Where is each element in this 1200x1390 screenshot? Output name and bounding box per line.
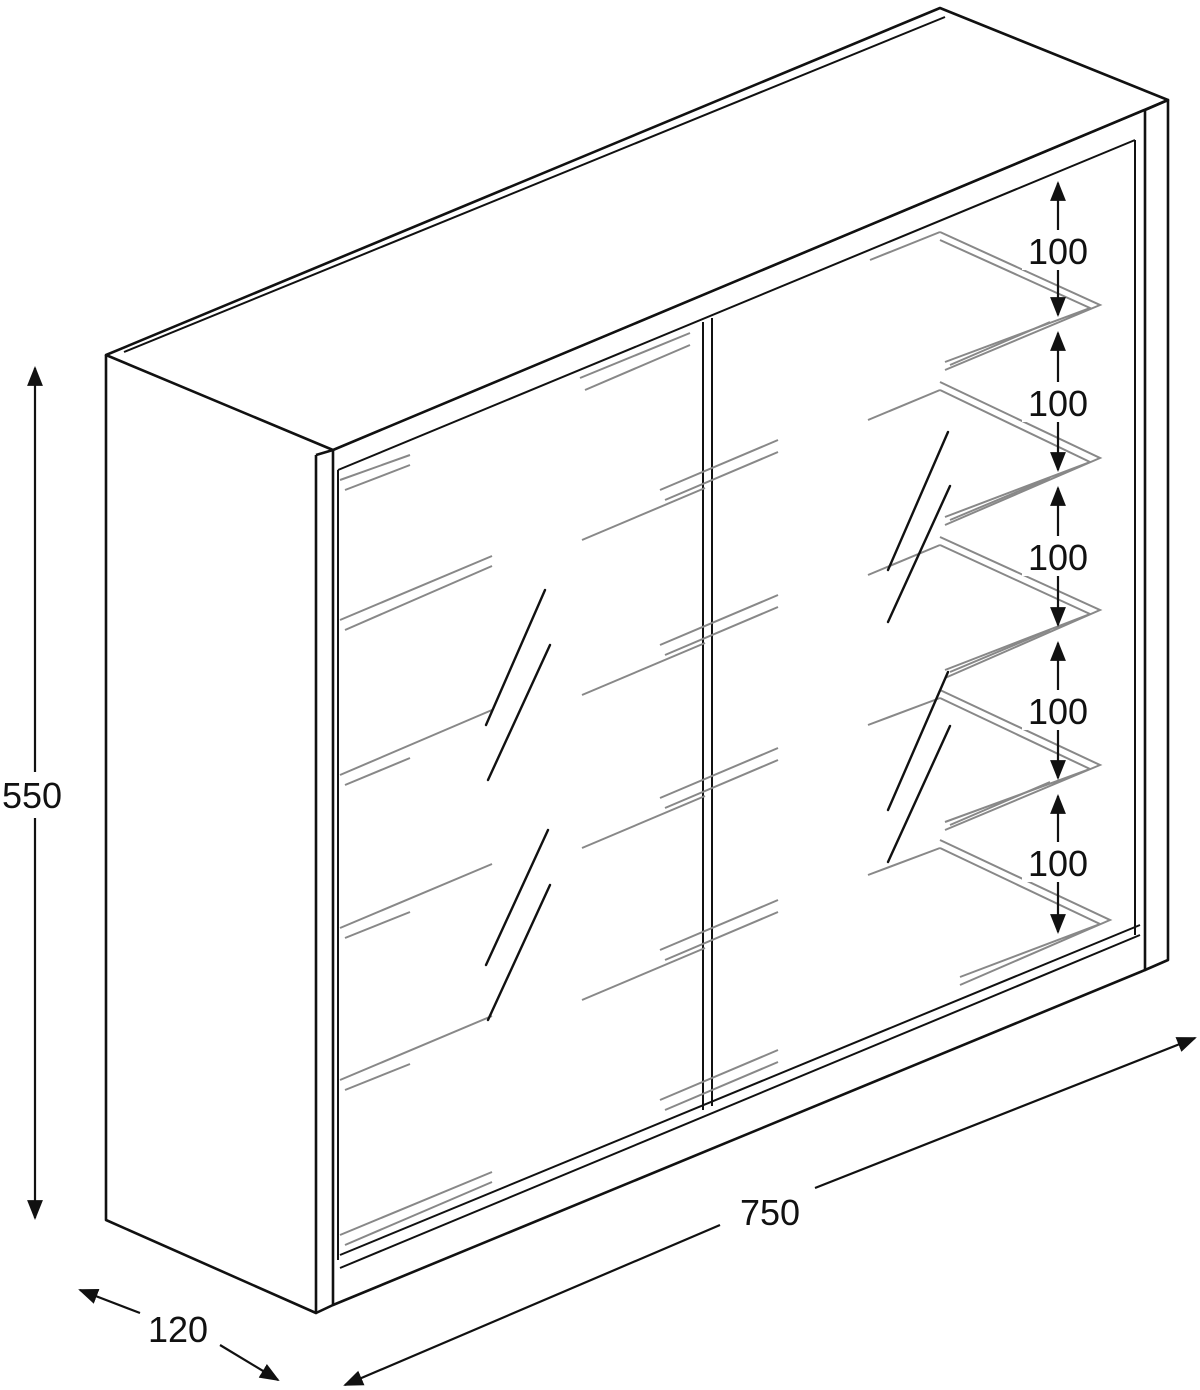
shelf-outline-4 (939, 689, 1103, 831)
left-side-panel (104, 355, 318, 1315)
width-label: 750 (740, 1192, 800, 1233)
shelf-outline-3 (939, 536, 1103, 679)
front-right-pillar (1143, 98, 1170, 972)
depth-dimension-line-a (78, 1288, 141, 1315)
spacing-label-2: 100 (1028, 383, 1088, 424)
top-front-edge (332, 109, 1146, 451)
height-label: 550 (2, 775, 62, 816)
front-left-pillar (315, 448, 335, 1315)
shelf-outline-2 (939, 381, 1103, 526)
width-dimension-line-a (343, 1223, 721, 1387)
bottom-rail (332, 968, 1146, 1307)
shelf-outline-5 (939, 839, 1113, 986)
inner-frame-top (337, 139, 1136, 471)
dimension-labels: 550 750 120 100 100 100 100 100 (0, 230, 1094, 1350)
top-face (104, 6, 1170, 452)
cabinet-body (104, 6, 1170, 1315)
top-inner-edge (123, 16, 946, 353)
bottom-rail-inner-2 (339, 924, 1141, 1256)
glass-glare (484, 430, 952, 1022)
depth-label: 120 (148, 1309, 208, 1350)
bottom-rail-inner (339, 934, 1141, 1269)
spacing-label-3: 100 (1028, 537, 1088, 578)
glass-shelves (339, 231, 1113, 1246)
shelf-outline-1 (939, 231, 1103, 371)
spacing-label-5: 100 (1028, 843, 1088, 884)
width-dimension-line-b (814, 1036, 1197, 1190)
spacing-label-1: 100 (1028, 231, 1088, 272)
depth-dimension-line-b (219, 1344, 280, 1382)
spacing-label-4: 100 (1028, 691, 1088, 732)
